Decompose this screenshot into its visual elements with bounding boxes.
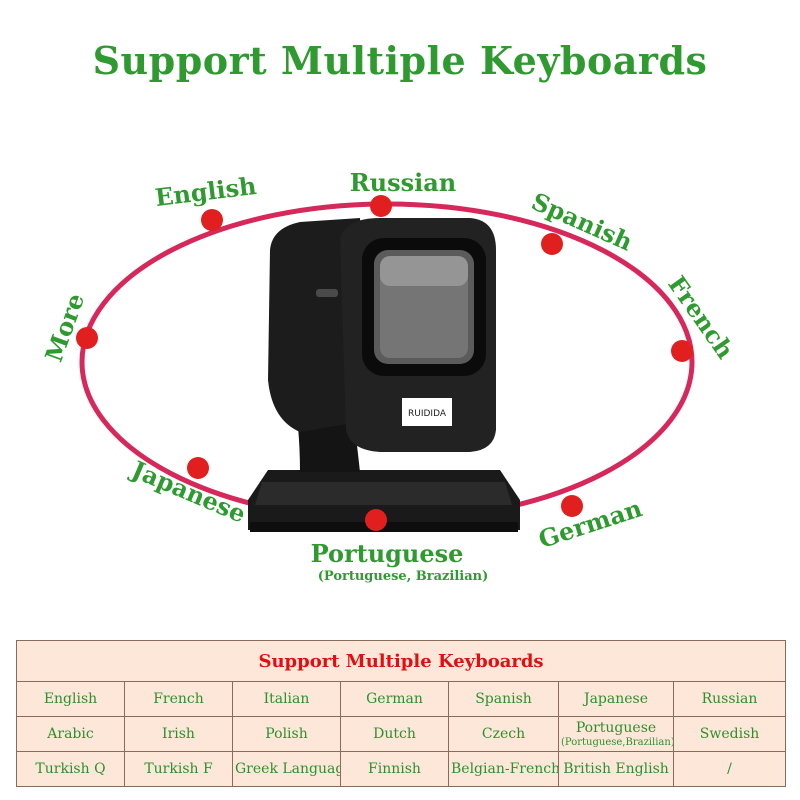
keyboard-table: Support Multiple Keyboards English Frenc…: [15, 640, 787, 787]
dot-spanish: [541, 233, 563, 255]
table-cell: Finnish: [340, 751, 449, 787]
brand-label: RUIDIDA: [408, 409, 447, 419]
table-cell: Irish: [124, 716, 233, 752]
dot-russian: [370, 195, 392, 217]
table-cell: German: [340, 681, 449, 717]
keyboard-language-diagram: RUIDIDA English Russian Spanish French M…: [39, 168, 740, 584]
dot-english: [201, 209, 223, 231]
table-cell: Greek Language: [232, 751, 341, 787]
table-row: Arabic Irish Polish Dutch Czech Portugue…: [16, 716, 787, 752]
table-cell-main: Portuguese: [575, 720, 657, 736]
label-german: German: [535, 493, 646, 554]
table-cell: Czech: [448, 716, 559, 752]
table-cell-portuguese: Portuguese (Portuguese,Brazilian): [558, 716, 674, 752]
dot-french: [671, 340, 693, 362]
brand-label-plate: [402, 398, 452, 426]
table-cell: British English: [558, 751, 674, 787]
table-cell: Italian: [232, 681, 341, 717]
table-cell: Arabic: [16, 716, 125, 752]
table-cell: Turkish Q: [16, 751, 125, 787]
page-title: Support Multiple Keyboards: [92, 38, 708, 83]
table-cell: Spanish: [448, 681, 559, 717]
table-cell: French: [124, 681, 233, 717]
table-title: Support Multiple Keyboards: [15, 640, 787, 682]
table-cell: Russian: [672, 681, 787, 717]
label-portuguese-sub: (Portuguese, Brazilian): [318, 569, 489, 584]
table-row: Turkish Q Turkish F Greek Language Finni…: [16, 751, 787, 787]
label-russian: Russian: [350, 168, 457, 197]
table-row: English French Italian German Spanish Ja…: [16, 681, 787, 717]
ring-dots: [76, 195, 693, 531]
table-cell: Turkish F: [124, 751, 233, 787]
barcode-scanner-image: RUIDIDA: [248, 218, 520, 532]
table-cell: Belgian-French: [448, 751, 559, 787]
dot-japanese: [187, 457, 209, 479]
label-portuguese: Portuguese: [311, 539, 464, 568]
dot-german: [561, 495, 583, 517]
table-cell-note: (Portuguese,Brazilian): [561, 737, 674, 748]
table-cell: Japanese: [558, 681, 674, 717]
table-cell: Swedish: [672, 716, 787, 752]
table-cell: English: [16, 681, 125, 717]
table-cell: /: [672, 751, 787, 787]
label-english: English: [153, 171, 257, 212]
table-cell: Polish: [232, 716, 341, 752]
dot-portuguese: [365, 509, 387, 531]
table-cell: Dutch: [340, 716, 449, 752]
dot-more: [76, 327, 98, 349]
